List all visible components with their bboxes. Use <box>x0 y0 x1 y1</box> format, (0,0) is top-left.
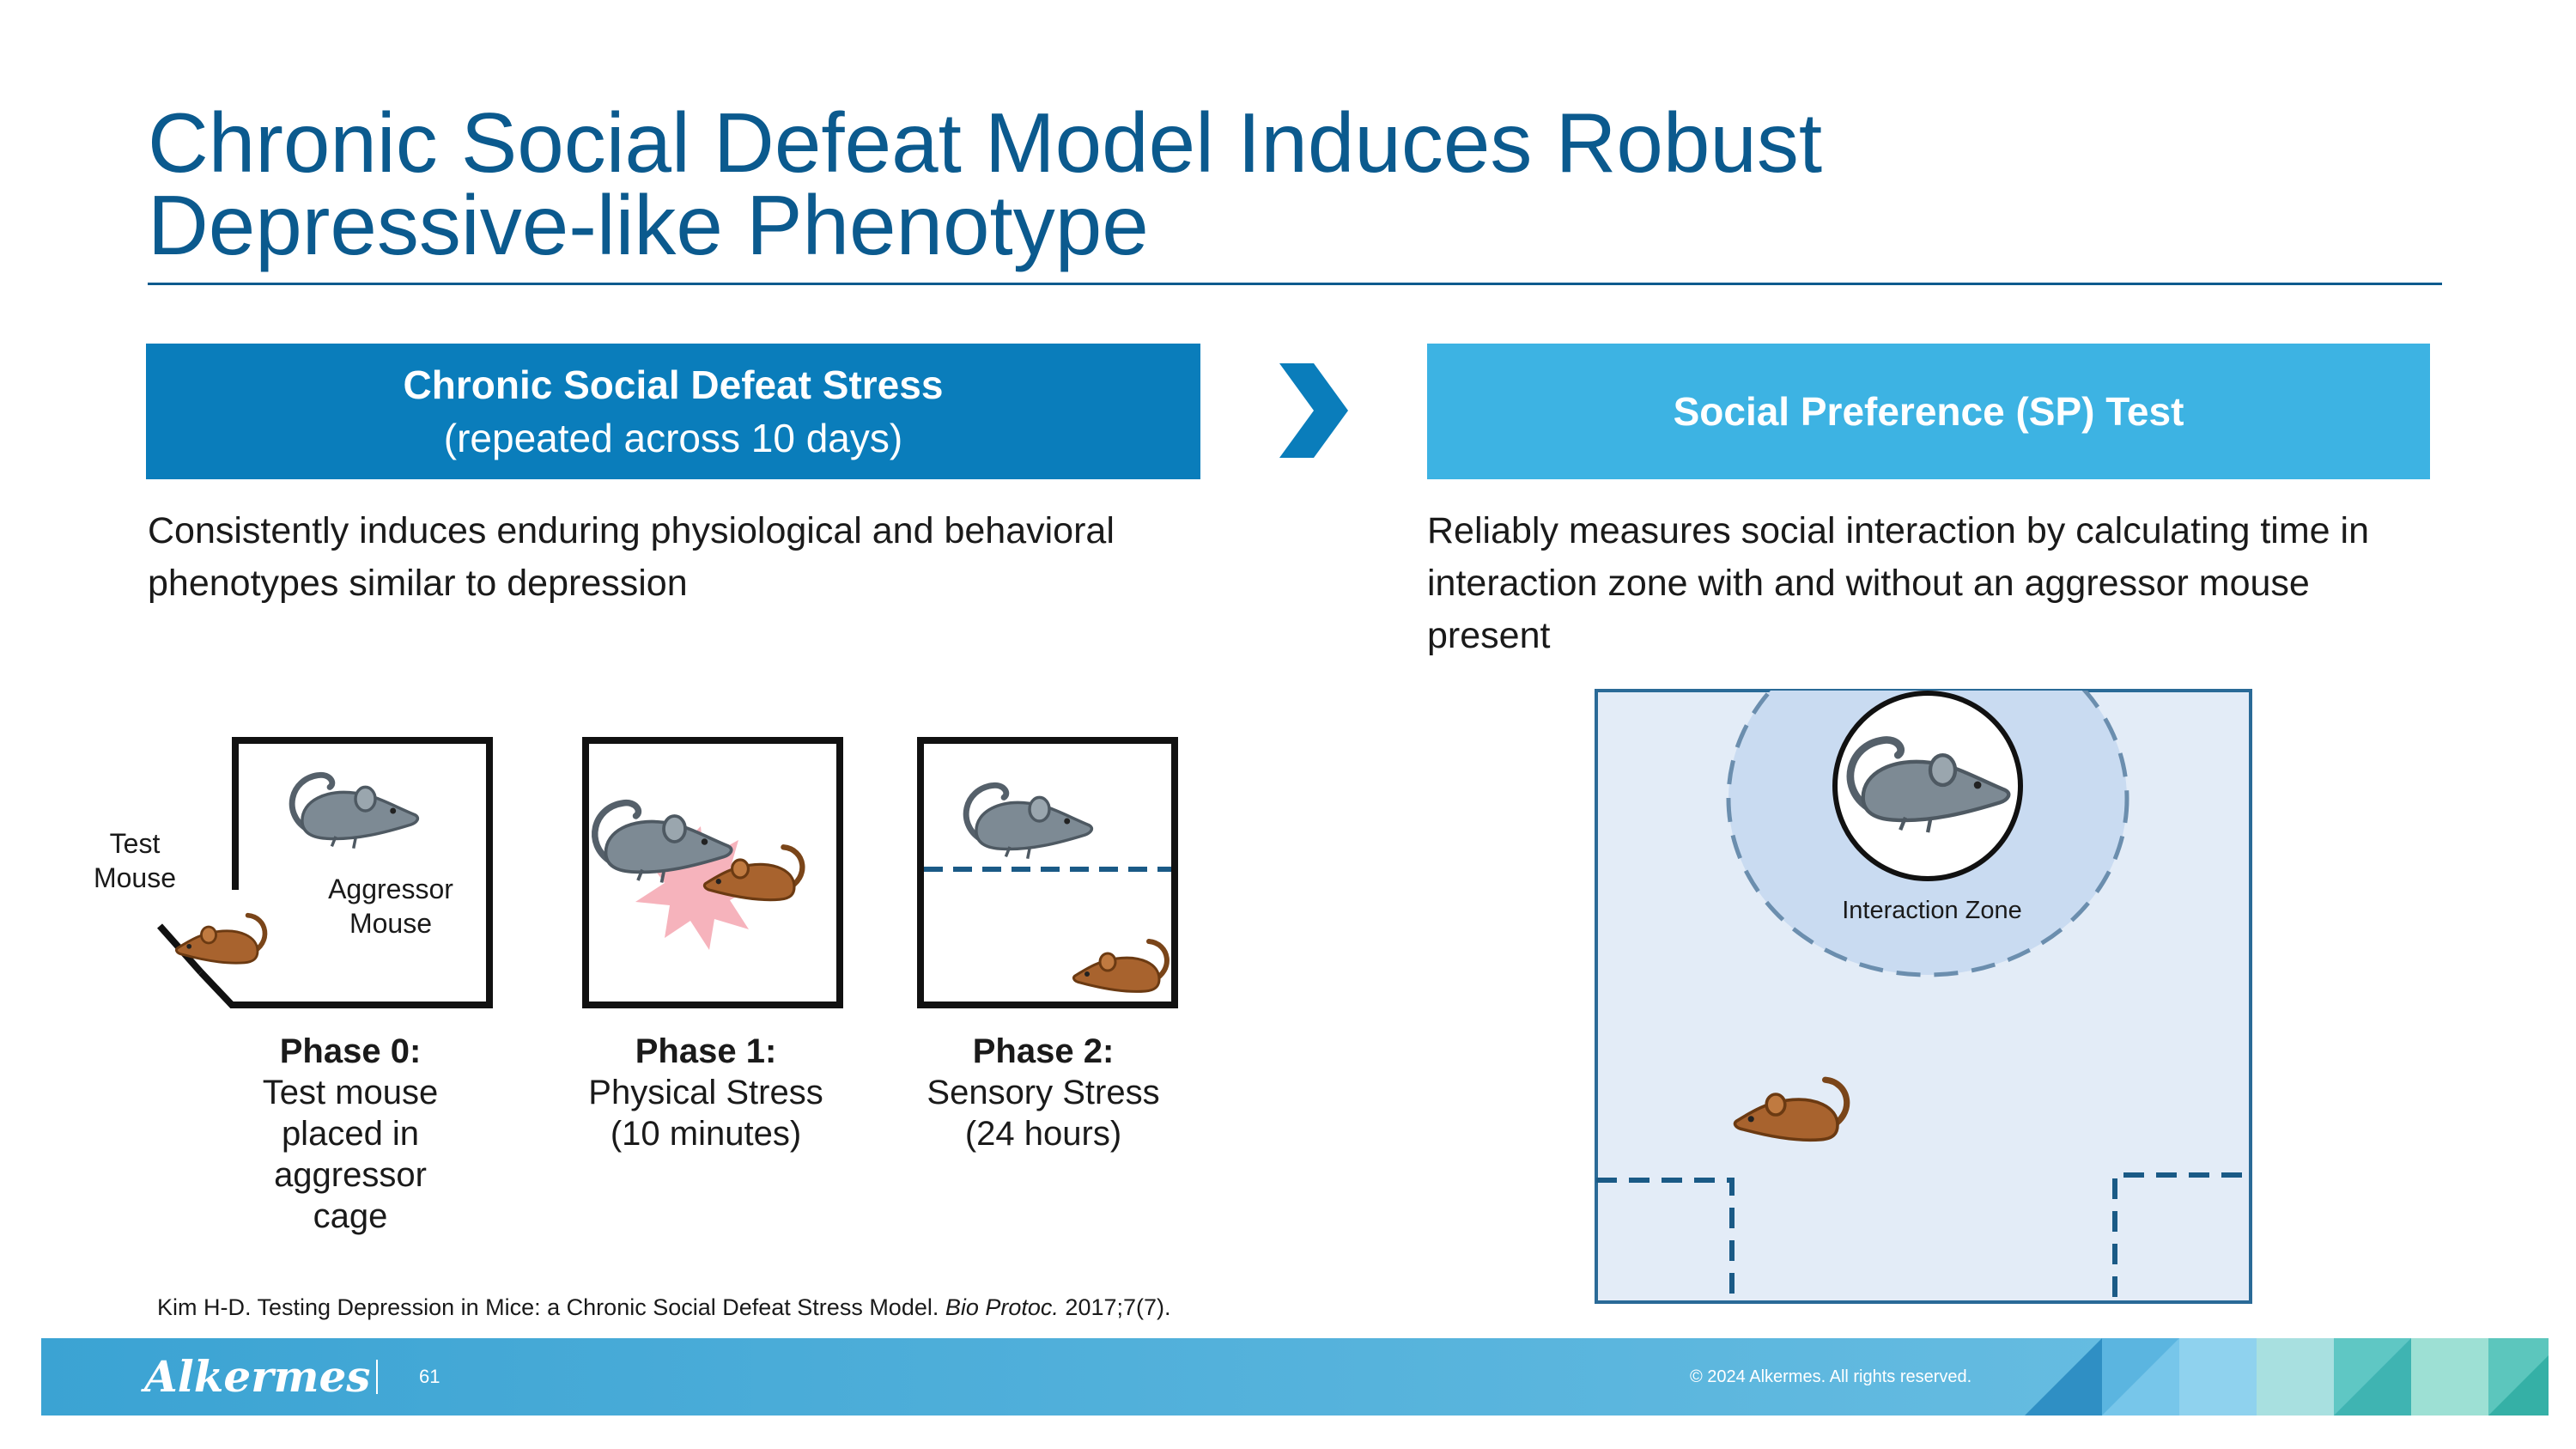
title-line-1: Chronic Social Defeat Model Induces Robu… <box>148 95 1823 190</box>
cage-phase-0 <box>157 737 493 1008</box>
sp-test-header-title: Social Preference (SP) Test <box>1673 389 2184 434</box>
cage-phase-1 <box>582 737 843 1008</box>
social-preference-arena <box>1595 689 2252 1304</box>
csds-header-subtitle: (repeated across 10 days) <box>443 416 903 460</box>
phase-1-desc: Physical Stress (10 minutes) <box>588 1074 823 1153</box>
title-line-2: Depressive-like Phenotype <box>148 178 1149 272</box>
phase-1-caption: Phase 1: Physical Stress (10 minutes) <box>560 1031 852 1154</box>
aggressor-mouse-label: Aggressor Mouse <box>328 874 453 939</box>
reference-citation: Kim H-D. Testing Depression in Mice: a C… <box>157 1293 1171 1322</box>
copyright: © 2024 Alkermes. All rights reserved. <box>1690 1367 1972 1386</box>
cages-diagram <box>157 737 1178 1008</box>
csds-header: Chronic Social Defeat Stress (repeated a… <box>146 344 1200 479</box>
phase-0-desc: Test mouse placed in aggressor cage <box>262 1074 439 1235</box>
corner-zone-right <box>2112 1172 2251 1297</box>
chevron-right-icon <box>1279 363 1348 458</box>
corner-zone-left <box>1596 1178 1735 1297</box>
page-number: 61 <box>419 1366 440 1387</box>
phase-2-desc: Sensory Stress (24 hours) <box>927 1074 1160 1153</box>
footer-decoration <box>2025 1338 2549 1416</box>
sp-test-header: Social Preference (SP) Test <box>1427 344 2430 479</box>
csds-header-title: Chronic Social Defeat Stress <box>403 362 944 407</box>
aggressor-mouse-icon <box>292 775 417 848</box>
company-logo: Alkermes <box>144 1351 371 1402</box>
page-title: Chronic Social Defeat Model Induces Robu… <box>148 95 2380 272</box>
footer-separator <box>376 1360 378 1394</box>
phase-0-title: Phase 0: <box>279 1032 422 1070</box>
test-mouse-icon <box>176 916 264 963</box>
sp-test-description: Reliably measures social interaction by … <box>1427 510 2370 656</box>
reference-year: 2017;7(7). <box>1058 1294 1171 1320</box>
reference-text: Kim H-D. Testing Depression in Mice: a C… <box>157 1294 945 1320</box>
phase-0-caption: Phase 0: Test mouse placed in aggressor … <box>204 1031 496 1237</box>
reference-journal: Bio Protoc. <box>945 1294 1059 1320</box>
phase-2-caption: Phase 2: Sensory Stress (24 hours) <box>897 1031 1189 1154</box>
phase-1-title: Phase 1: <box>635 1032 777 1070</box>
csds-description: Consistently induces enduring physiologi… <box>148 510 1115 604</box>
footer-bar: Alkermes 61 © 2024 Alkermes. All rights … <box>41 1338 2549 1416</box>
test-mouse-label: Test Mouse <box>93 828 177 893</box>
title-divider <box>148 283 2442 285</box>
cage-phase-2 <box>917 737 1178 1008</box>
phase-2-title: Phase 2: <box>972 1032 1115 1070</box>
interaction-zone-label: Interaction Zone <box>1842 897 2022 924</box>
